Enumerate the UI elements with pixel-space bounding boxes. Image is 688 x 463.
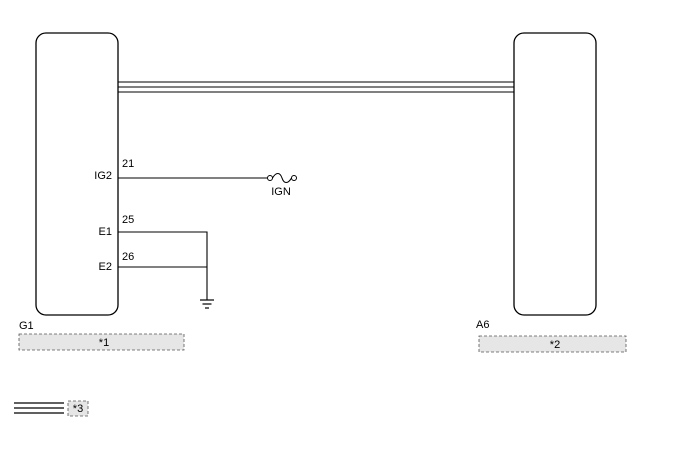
pin-name-e2: E2	[99, 261, 112, 273]
right-callout-box	[478, 335, 627, 353]
pin-name-ig2: IG2	[94, 170, 112, 182]
bus-lines	[118, 81, 514, 93]
left-component-box	[35, 32, 119, 316]
pin-number-26: 26	[122, 251, 134, 263]
left-callout-box	[18, 333, 185, 351]
power-source-label: IGN	[271, 186, 291, 198]
left-connector-label: G1	[19, 320, 34, 332]
pin-number-25: 25	[122, 214, 134, 226]
e1-ground-wire	[118, 231, 208, 300]
legend-bus-symbol	[14, 402, 64, 414]
pin-name-e1: E1	[99, 226, 112, 238]
legend-callout-box	[67, 400, 89, 417]
right-connector-label: A6	[476, 319, 489, 331]
fuse-icon	[267, 172, 297, 184]
legend-callout-label: *3	[73, 403, 83, 415]
pin-number-21: 21	[122, 158, 134, 170]
ground-icon	[200, 299, 214, 309]
right-callout-label: *2	[550, 339, 560, 351]
right-component-box	[513, 32, 597, 316]
left-callout-label: *1	[99, 337, 109, 349]
